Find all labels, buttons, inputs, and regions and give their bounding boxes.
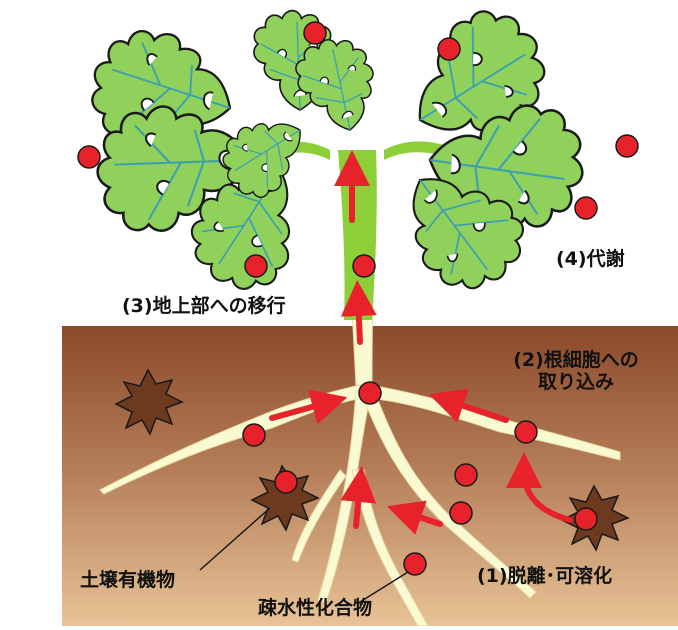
- label-soil-organic-matter: 土壌有機物: [80, 570, 175, 592]
- compound-dot: [353, 255, 375, 277]
- stem: [338, 150, 377, 320]
- compound-dot: [359, 382, 381, 404]
- compound-dot: [78, 146, 100, 168]
- compound-dot: [275, 471, 297, 493]
- compound-dot: [616, 135, 638, 157]
- label-translocation: (3)地上部への移行: [122, 296, 286, 318]
- label-metabolism: (4)代謝: [556, 249, 625, 271]
- label-desorption: (1)脱離･可溶化: [477, 566, 612, 588]
- label-uptake-line2: 取り込み: [478, 372, 674, 394]
- arrow-root-mid: [356, 484, 360, 526]
- label-hydrophobic-compound: 疎水性化合物: [258, 598, 372, 620]
- label-uptake-line1: (2)根細胞への: [478, 350, 674, 372]
- compound-dot: [450, 502, 472, 524]
- compound-dot: [515, 421, 537, 443]
- label-uptake: (2)根細胞への 取り込み: [478, 350, 674, 394]
- compound-dot: [455, 464, 477, 486]
- compound-dot: [438, 38, 460, 60]
- compound-dot: [304, 22, 326, 44]
- compound-dot: [575, 508, 597, 530]
- compound-dot: [575, 197, 597, 219]
- compound-dot: [243, 424, 265, 446]
- arrow-stem-lower: [358, 298, 360, 342]
- compound-dot: [245, 255, 267, 277]
